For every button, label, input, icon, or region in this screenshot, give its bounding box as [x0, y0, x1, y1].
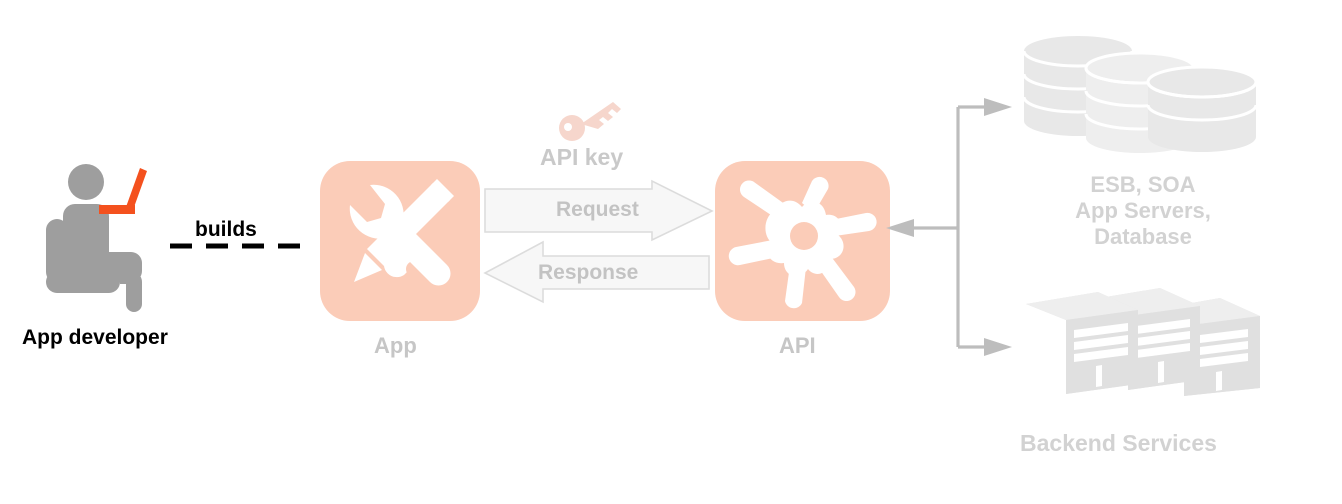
datastore-label: ESB, SOA App Servers, Database — [1063, 172, 1223, 250]
response-arrow — [483, 240, 710, 304]
builds-dashed-line — [170, 243, 302, 249]
arrowhead-to-api — [886, 219, 914, 237]
app-developer-icon — [46, 164, 147, 312]
app-node-label: App — [374, 333, 417, 358]
api-key-label: API key — [540, 144, 624, 170]
app-developer-label: App developer — [22, 326, 168, 349]
backend-services-label: Backend Services — [1020, 430, 1217, 456]
builds-label: builds — [195, 218, 257, 241]
key-icon — [559, 102, 621, 141]
request-arrow — [484, 179, 714, 242]
arrowhead-to-database — [984, 98, 1012, 116]
arrowhead-to-backend — [984, 338, 1012, 356]
server-racks-icon — [1026, 288, 1260, 396]
datastore-label-line-1: ESB, SOA — [1090, 172, 1196, 197]
api-hub-star-icon — [728, 176, 877, 309]
request-label: Request — [556, 198, 639, 221]
wrench-and-pencil-icon — [349, 179, 454, 286]
datastore-label-line-3: Database — [1094, 223, 1192, 249]
database-stack-icon — [1022, 36, 1258, 153]
response-label: Response — [538, 261, 639, 284]
backend-connector-lines — [886, 98, 1012, 356]
api-node-label: API — [779, 333, 816, 358]
datastore-label-line-2: App Servers, — [1075, 197, 1211, 223]
